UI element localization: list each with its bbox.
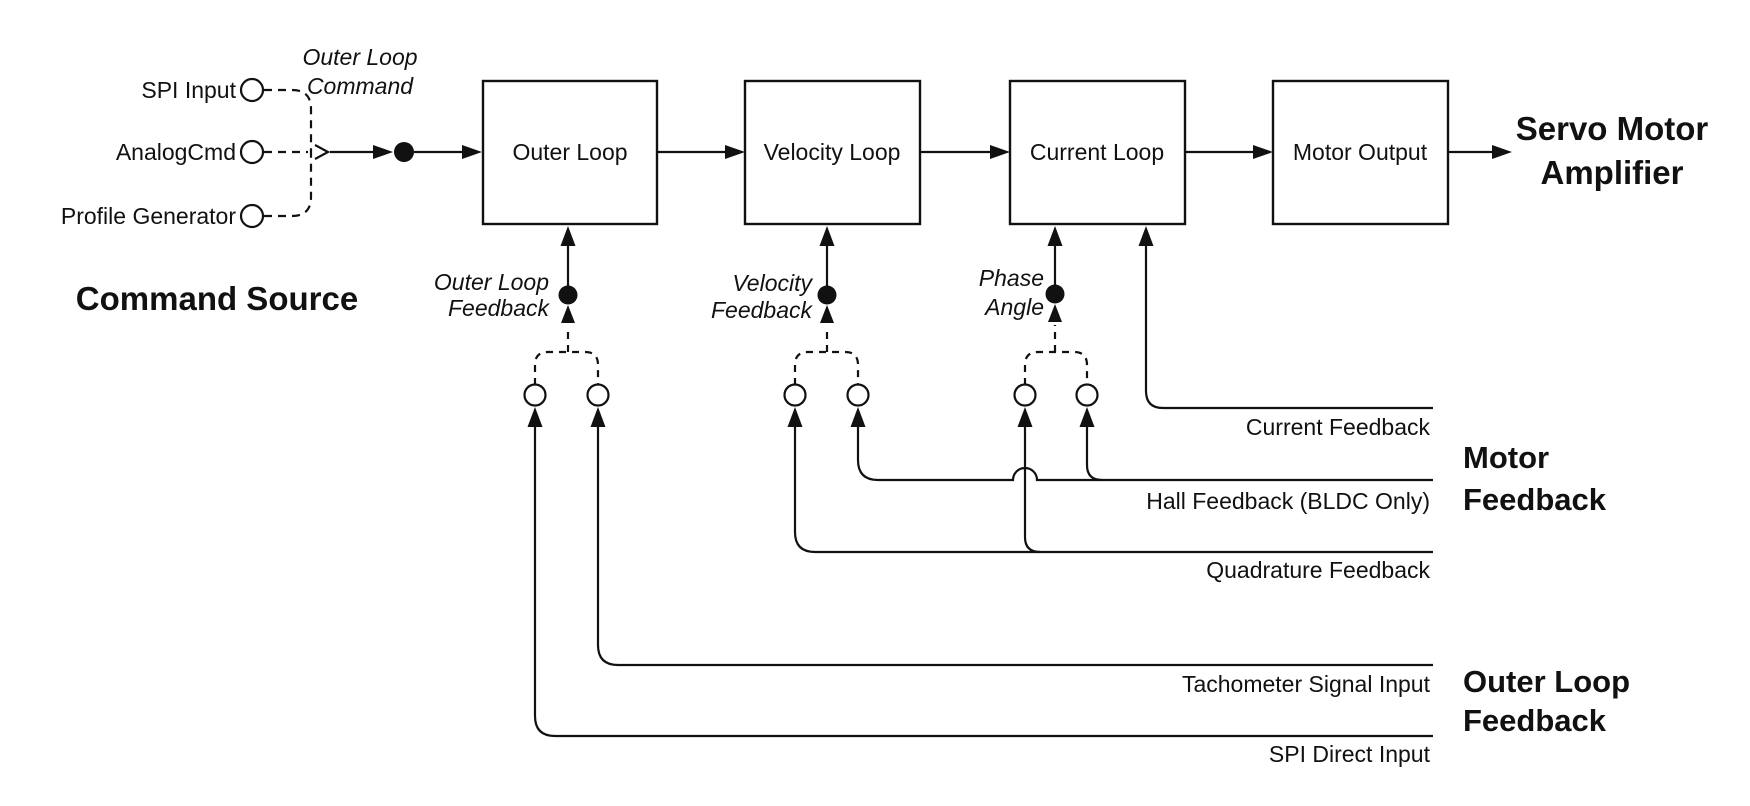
- current-feedback-label: Current Feedback: [1246, 414, 1431, 440]
- outer-loop-feedback-section-label-line1: Outer Loop: [1463, 664, 1630, 699]
- arrowhead-into-current-loop: [1047, 226, 1063, 246]
- velocity-feedback-selector: Velocity Feedback: [711, 226, 870, 427]
- command-merge-chevron-icon: [314, 144, 331, 160]
- command-arrowhead-a: [373, 145, 393, 159]
- current-loop-block-label: Current Loop: [1030, 139, 1164, 165]
- phase-angle-junction-dot: [1045, 284, 1065, 304]
- phase-selector-dashed-fork: [1023, 350, 1089, 385]
- arrowhead-into-phase-dot: [1048, 304, 1062, 322]
- spi-direct-wire: [533, 427, 1433, 738]
- velocity-selector-dashed-fork: [793, 350, 860, 385]
- velocity-feedback-label-line2: Feedback: [711, 297, 814, 323]
- phase-selector-port-right-circle: [1075, 383, 1099, 407]
- servo-output-group: Servo Motor Amplifier: [1448, 110, 1708, 191]
- velocity-loop-block: [743, 79, 922, 226]
- velocity-selector-port-right-circle: [846, 383, 870, 407]
- command-source-group: SPI Input AnalogCmd Profile Generator Ou…: [61, 44, 482, 317]
- quadrature-feedback-wire: [793, 427, 1433, 554]
- phase-angle-label-line1: Phase: [979, 265, 1044, 291]
- outer-feedback-junction-dot: [558, 285, 578, 305]
- phase-angle-selector: Phase Angle: [979, 226, 1099, 427]
- velocity-feedback-label-line1: Velocity: [732, 270, 813, 296]
- hall-feedback-label: Hall Feedback (BLDC Only): [1146, 488, 1430, 514]
- arrowhead-into-velocity-port-right: [850, 407, 866, 427]
- analog-cmd-label: AnalogCmd: [116, 139, 236, 165]
- outer-selector-port-left-circle: [523, 383, 547, 407]
- outer-loop-feedback-selector: Outer Loop Feedback: [434, 226, 610, 427]
- spi-input-label: SPI Input: [141, 77, 236, 103]
- feedback-routing-group: [533, 226, 1433, 738]
- arrowhead-current-to-motor: [1253, 145, 1273, 159]
- arrowhead-into-phase-port-left: [1017, 407, 1033, 427]
- arrowhead-into-velocity-dot: [820, 305, 834, 323]
- command-arrowhead-b: [462, 145, 482, 159]
- servo-motor-amplifier-label-line1: Servo Motor: [1516, 110, 1709, 147]
- outer-loop-command-label-line2: Command: [307, 73, 414, 99]
- outer-loop-feedback-section-label-line2: Feedback: [1463, 703, 1607, 738]
- outer-loop-feedback-label-line2: Feedback: [448, 295, 551, 321]
- velocity-selector-port-left-circle: [783, 383, 807, 407]
- outer-loop-block-label: Outer Loop: [512, 139, 627, 165]
- arrowhead-into-velocity-loop: [819, 226, 835, 246]
- arrowhead-current-feedback: [1138, 226, 1154, 246]
- tachometer-signal-label: Tachometer Signal Input: [1182, 671, 1431, 697]
- hall-feedback-wire: [856, 427, 1433, 482]
- arrowhead-into-outer-port-left: [527, 407, 543, 427]
- arrowhead-into-outer-dot: [561, 305, 575, 323]
- command-junction-dot: [394, 142, 414, 162]
- servo-motor-amplifier-label-line2: Amplifier: [1540, 154, 1683, 191]
- phase-selector-port-left-circle: [1013, 383, 1037, 407]
- arrowhead-into-velocity-port-left: [787, 407, 803, 427]
- arrowhead-motor-to-amplifier: [1492, 145, 1512, 159]
- section-labels-group: Motor Feedback Outer Loop Feedback: [1463, 440, 1630, 738]
- motor-output-block: [1271, 79, 1450, 226]
- profile-generator-label: Profile Generator: [61, 203, 236, 229]
- hall-feedback-branch-wire: [1085, 427, 1103, 482]
- spi-input-dashed-wire: [264, 88, 313, 152]
- profile-generator-dashed-wire: [264, 152, 313, 218]
- spi-input-port-circle: [239, 77, 265, 103]
- current-loop-block: [1008, 79, 1187, 226]
- profile-generator-port-circle: [239, 203, 265, 229]
- spi-direct-input-label: SPI Direct Input: [1269, 741, 1431, 767]
- arrowhead-into-phase-port-right: [1079, 407, 1095, 427]
- arrowhead-outer-to-velocity: [725, 145, 745, 159]
- analog-cmd-port-circle: [239, 139, 265, 165]
- arrowhead-into-outer-loop: [560, 226, 576, 246]
- tachometer-signal-wire: [596, 427, 1433, 667]
- motor-feedback-section-label-line2: Feedback: [1463, 482, 1607, 517]
- quadrature-feedback-branch-wire: [1023, 427, 1041, 554]
- current-feedback-wire: [1144, 246, 1433, 410]
- quadrature-feedback-label: Quadrature Feedback: [1206, 557, 1430, 583]
- velocity-loop-block-label: Velocity Loop: [764, 139, 901, 165]
- velocity-feedback-junction-dot: [817, 285, 837, 305]
- outer-loop-block: [481, 79, 659, 226]
- outer-selector-port-right-circle: [586, 383, 610, 407]
- outer-selector-dashed-fork: [533, 350, 600, 385]
- command-source-section-label: Command Source: [76, 280, 358, 317]
- phase-angle-label-line2: Angle: [983, 294, 1044, 320]
- motor-output-block-label: Motor Output: [1293, 139, 1428, 165]
- arrowhead-velocity-to-current: [990, 145, 1010, 159]
- outer-loop-command-label-line1: Outer Loop: [302, 44, 417, 70]
- outer-loop-feedback-label-line1: Outer Loop: [434, 269, 549, 295]
- signal-labels-group: Current Feedback Hall Feedback (BLDC Onl…: [1146, 414, 1430, 767]
- motor-feedback-section-label-line1: Motor: [1463, 440, 1549, 475]
- arrowhead-into-outer-port-right: [590, 407, 606, 427]
- control-chain-group: Outer Loop Velocity Loop Current Loop Mo…: [481, 79, 1450, 226]
